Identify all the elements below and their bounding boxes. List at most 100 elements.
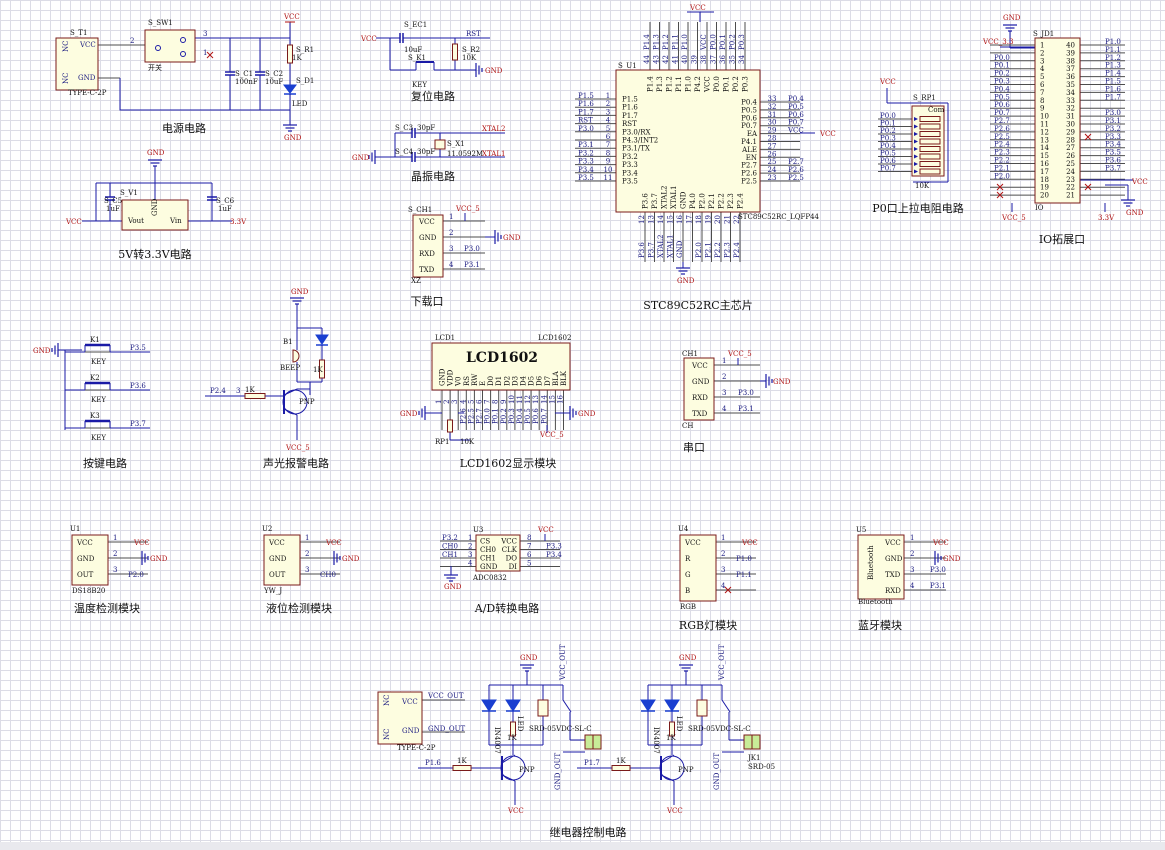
- jd1-pin-num: 11: [1040, 121, 1049, 129]
- mcu-pin-name: P1.5: [622, 96, 638, 104]
- adc-ref: U3: [473, 526, 483, 534]
- rgb-pin-name: VCC: [684, 539, 701, 547]
- mcu-net-label: P2.3: [724, 242, 732, 258]
- mcu-pin-name: P2.1: [708, 193, 716, 209]
- mcu-pin-num: 35: [729, 55, 737, 64]
- rgb-name: RGB: [680, 603, 696, 611]
- rp1-com: Com: [928, 106, 945, 114]
- jd1-net-label: P1.5: [1105, 78, 1121, 86]
- jd1-pin-num: 4: [1040, 65, 1045, 73]
- lcd-net-label: P2.5: [467, 408, 475, 424]
- jd1-net-label: P2.0: [994, 172, 1010, 180]
- jd1-pin-num: 37: [1066, 65, 1075, 73]
- jd1-pin-num: 27: [1066, 144, 1075, 152]
- rp1-arrow: [914, 132, 918, 136]
- download-pin-name: VCC: [418, 218, 435, 226]
- resistor-r2: [452, 43, 458, 61]
- usb-name: TYPE-C-2P: [68, 89, 107, 97]
- jd1-pin-num: 33: [1066, 97, 1075, 105]
- bt-pin-name: TXD: [885, 571, 901, 579]
- jd1-pin-num: 13: [1040, 136, 1049, 144]
- ground-symbol: [569, 406, 577, 420]
- mcu-pin-num: 22: [733, 215, 741, 224]
- net-xtal2: XTAL2: [482, 125, 505, 133]
- v33-label: 3.3V: [1098, 214, 1115, 222]
- caption-reset: 复位电路: [411, 89, 455, 103]
- key-name: KEY: [91, 396, 106, 404]
- lcd-net-label: P2.7: [476, 408, 484, 424]
- diode-in4007: [481, 699, 497, 712]
- level-pin-name: VCC: [268, 539, 285, 547]
- gnd-label: GND: [578, 410, 596, 418]
- c3-ref: S_C3: [395, 124, 413, 132]
- vcc-label: VCC: [932, 539, 949, 547]
- bt-pin-name: RXD: [885, 587, 901, 595]
- jd1-net-label: P2.3: [994, 149, 1010, 157]
- mcu-pin-name: P3.7: [651, 193, 659, 209]
- c2-value: 10uF: [265, 78, 283, 86]
- net-label: P3.0: [930, 566, 946, 574]
- vcc5-label: VCC_5: [539, 431, 564, 439]
- pin-num: 2: [130, 37, 134, 45]
- temp-ref: U1: [70, 525, 80, 533]
- ground-symbol: [418, 406, 426, 420]
- mcu-pin-name: P2.3: [727, 193, 735, 209]
- relay-header: [584, 734, 594, 750]
- ground-symbol: [765, 374, 773, 388]
- key-net-label: P3.5: [130, 344, 146, 352]
- pin-num: 3: [305, 566, 309, 574]
- mcu-pin-name: P3.3: [622, 161, 638, 169]
- mcu-pin-num: 5: [606, 125, 610, 133]
- caption-bluetooth: 蓝牙模块: [858, 619, 902, 632]
- jd1-pin-num: 22: [1066, 184, 1075, 192]
- relay-header: [592, 734, 602, 750]
- temp-pin-name: GND: [77, 555, 95, 563]
- rp1-arrow: [914, 162, 918, 166]
- rp1-arrow: [914, 139, 918, 144]
- jd1-pin-num: 32: [1066, 105, 1075, 113]
- gnd-label: GND: [773, 378, 791, 386]
- gnd-label: GND: [485, 67, 503, 75]
- gnd-label: GND: [679, 654, 697, 662]
- rp1-pot: [447, 419, 453, 433]
- d1-ref: S_D1: [296, 77, 314, 85]
- lcd-pin-num: 14: [540, 395, 548, 404]
- gnd-label: GND: [1126, 209, 1144, 217]
- download-pin-name: GND: [419, 234, 437, 242]
- lcd-pin-num: 2: [443, 400, 451, 404]
- led-res: 1K: [507, 734, 517, 742]
- mcu-net-label: P1.4: [643, 34, 651, 50]
- switch-contact: [155, 45, 161, 51]
- ec1-value: 10uF: [404, 46, 422, 54]
- c4-ref: S_C4: [395, 148, 414, 156]
- pin-num: 1: [722, 357, 726, 365]
- switch-body: [144, 29, 196, 63]
- lcd-pin-num: 3: [451, 400, 459, 404]
- mcu-pin-num: 17: [686, 215, 694, 224]
- rp1-net-label: P0.0: [880, 112, 896, 120]
- rgb-pin-name: B: [685, 587, 690, 595]
- pin-num: 3: [113, 566, 117, 574]
- relay-net: P1.6: [425, 759, 441, 767]
- mcu-pin-num: 21: [724, 215, 732, 224]
- lcd-pin-num: 8: [492, 400, 500, 404]
- mcu-net-label: XTAL2: [657, 235, 665, 258]
- mcu-net-label: P1.0: [681, 34, 689, 50]
- rgb-pin-name: R: [685, 555, 691, 563]
- bt-pin-name: GND: [885, 555, 903, 563]
- jd1-pin-num: 25: [1066, 160, 1075, 168]
- c3-value: 30pF: [417, 124, 435, 132]
- mcu-pin-num: 30: [768, 119, 777, 127]
- c2-ref: S_C2: [265, 70, 283, 78]
- lcd-pin-num: 5: [467, 400, 475, 404]
- net-xtal1: XTAL1: [482, 150, 505, 158]
- mcu-pin-name: P2.6: [741, 170, 757, 178]
- net-vcc-out: VCC_OUT: [559, 644, 567, 681]
- level-ref: U2: [262, 525, 272, 533]
- pin-num: 1: [468, 534, 472, 542]
- lcd-pin-num: 12: [524, 395, 532, 404]
- usb-pin-vcc: VCC: [79, 41, 96, 49]
- wire-gnd: [119, 78, 290, 111]
- mcu-pin-num: 26: [768, 150, 777, 158]
- buzzer-name: BEEP: [280, 364, 300, 372]
